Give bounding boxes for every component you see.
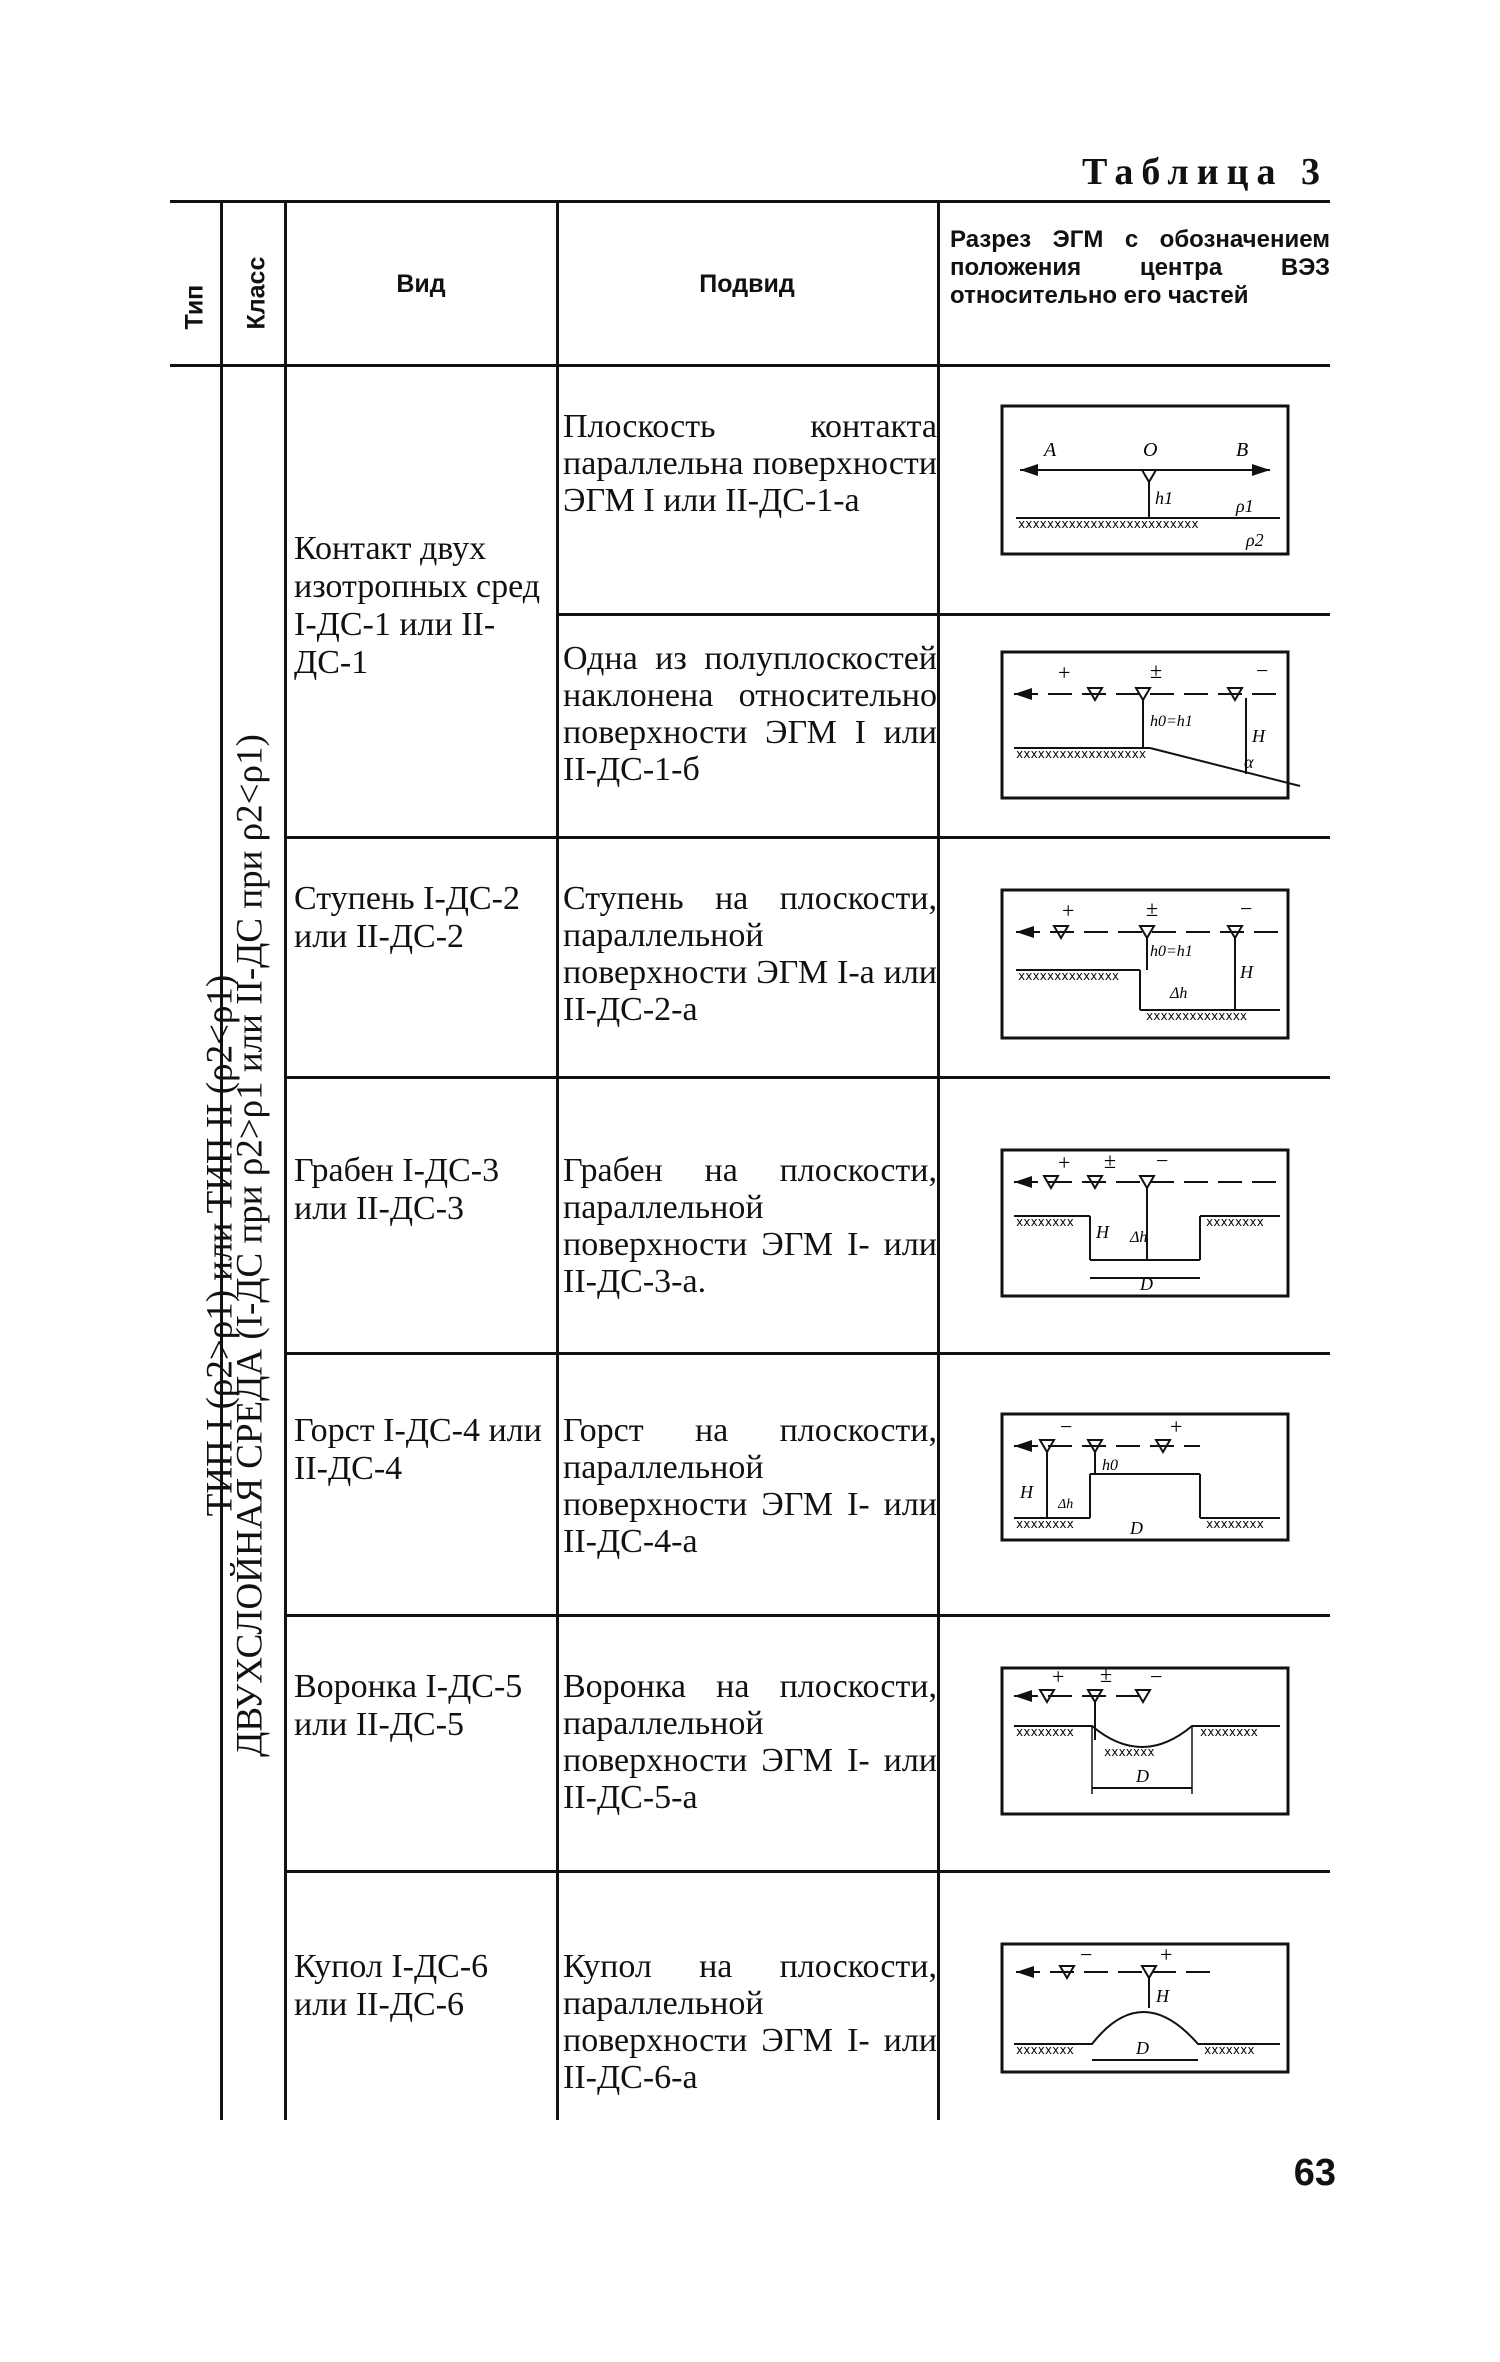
header-type: Тип [180,284,209,330]
header-podvid: Подвид [699,270,795,298]
header-bottom-rule [170,364,1330,367]
diag2-plusminus: ± [1150,658,1162,683]
diag6-label-d: D [1135,1766,1149,1786]
svg-text:xxxxxxxx: xxxxxxxx [1200,1725,1258,1739]
svg-text:xxxxxxxxxxxxxx: xxxxxxxxxxxxxx [1018,969,1119,983]
diag5-label-d: D [1129,1518,1143,1538]
diag1-label-rho1: ρ1 [1235,496,1254,516]
vid-funnel: Воронка I-ДС-5 или II-ДС-5 [294,1668,523,1743]
diagram-step: + ± − xxxxxxxxxxxxxx xxxxxxxxxxxxxx h0=h… [1000,886,1300,1046]
diag4-plusminus: ± [1104,1148,1116,1173]
row-separator [286,1870,1330,1873]
podvid-2a: Ступень на плоскости, параллельной повер… [563,880,937,1028]
svg-text:xxxxxxxx: xxxxxxxx [1016,2043,1074,2057]
diag5-dh: Δh [1057,1497,1073,1512]
col-separator-vid [556,200,559,2120]
col-separator-class [284,200,287,2120]
diag3-h0-h1: h0=h1 [1150,943,1193,960]
table-top-rule [170,200,1330,203]
diagram-contact-plane: xxxxxxxxxxxxxxxxxxxxxxxxx A O B h1 ρ1 ρ2 [1000,400,1300,560]
class-spine-label: ДВУХСЛОЙНАЯ СРЕДА (I-ДС при ρ2>ρ1 или II… [229,734,271,1757]
row-separator [286,1614,1330,1617]
diag3-plusminus: ± [1146,896,1158,921]
svg-text:xxxxxxx: xxxxxxx [1104,1745,1155,1759]
diagram-horst: − + h0 xxxxxxxx xxxxxxxx H Δh D [1000,1410,1300,1570]
diag1-label-b: B [1236,439,1248,461]
diag4-dh: Δh [1129,1229,1147,1246]
diag1-label-a: A [1042,439,1057,461]
table-caption: Таблица 3 [1081,151,1328,193]
diagram-inclined-plane: + ± − xxxxxxxxxxxxxxxxxx h0=h1 H α [1000,648,1301,808]
diag6-minus: − [1150,1664,1162,1689]
diag5-minus: − [1060,1414,1072,1439]
svg-text:xxxxxxxxxxxxxx: xxxxxxxxxxxxxx [1146,1009,1247,1023]
row-separator [286,1076,1330,1079]
page-number: 63 [1293,2152,1336,2194]
diag4-minus: − [1156,1148,1168,1173]
svg-text:xxxxxxxx: xxxxxxxx [1016,1517,1074,1531]
diag2-label-h: H [1251,726,1266,746]
vid-dome: Купол I-ДС-6 или II-ДС-6 [294,1948,489,2023]
diag3-label-h: H [1239,962,1254,982]
diag1-label-rho2: ρ2 [1245,530,1264,550]
diag7-minus: − [1080,1942,1092,1967]
diag5-label-h: H [1019,1482,1034,1502]
vid-contact: Контакт двух изотропных сред I-ДС-1 или … [294,530,541,681]
diag1-label-o: O [1143,439,1157,461]
diag7-label-d: D [1135,2038,1149,2058]
diag5-h0: h0 [1102,1457,1118,1474]
svg-text:xxxxxxx: xxxxxxx [1204,2043,1255,2057]
diag4-label-d: D [1139,1274,1153,1294]
svg-text:xxxxxxxx: xxxxxxxx [1016,1215,1074,1229]
vid-horst: Горст I-ДС-4 или II-ДС-4 [294,1412,542,1487]
diagram-graben: + ± − xxxxxxxx xxxxxxxx H Δh D [1000,1146,1300,1306]
diag4-label-h: H [1095,1222,1110,1242]
diag2-h0-h1: h0=h1 [1150,713,1193,730]
podvid-3a: Грабен на плоскости, параллельной поверх… [563,1152,937,1300]
podvid-1b: Одна из полуплоскостей наклонена относит… [563,640,937,788]
diag2-alpha: α [1244,752,1254,772]
diag1-label-h1: h1 [1155,488,1173,508]
podvid-4a: Горст на плоскости, параллельной поверхн… [563,1412,937,1560]
svg-text:xxxxxxxxxxxxxxxxxx: xxxxxxxxxxxxxxxxxx [1016,747,1146,761]
diag3-plus: + [1062,898,1074,923]
header-section: Разрез ЭГМ с обозначением положения цент… [950,226,1330,309]
diagram-funnel: + ± − xxxxxxxx xxxxxxxx xxxxxxx D [1000,1664,1300,1824]
diag7-label-h: H [1155,1986,1170,2006]
header-class: Класс [242,256,271,330]
vid-graben: Грабен I-ДС-3 или II-ДС-3 [294,1152,500,1227]
diag3-minus: − [1240,896,1252,921]
col-separator-podvid [937,200,940,2120]
vid-step: Ступень I-ДС-2 или II-ДС-2 [294,880,520,955]
diag6-plus: + [1052,1664,1064,1689]
diag2-minus: − [1256,658,1268,683]
diag3-dh: Δh [1169,985,1187,1002]
diagram-dome: − + H xxxxxxxx xxxxxxx D [1000,1940,1300,2100]
svg-text:xxxxxxxxxxxxxxxxxxxxxxxxx: xxxxxxxxxxxxxxxxxxxxxxxxx [1018,517,1199,531]
diag5-plus: + [1170,1414,1182,1439]
svg-text:xxxxxxxx: xxxxxxxx [1206,1517,1264,1531]
diag6-plusminus: ± [1100,1664,1112,1687]
podvid-6a: Купол на плоскости, параллельной поверхн… [563,1948,937,2096]
diag7-plus: + [1160,1942,1172,1967]
podvid-5a: Воронка на плоскости, параллельной повер… [563,1668,937,1816]
svg-text:xxxxxxxx: xxxxxxxx [1016,1725,1074,1739]
row-separator [556,613,1330,616]
row-separator [286,1352,1330,1355]
row-separator [286,836,1330,839]
svg-text:xxxxxxxx: xxxxxxxx [1206,1215,1264,1229]
col-separator-type [220,200,223,2120]
podvid-1a: Плоскость контакта параллельна поверхнос… [563,408,937,519]
diag2-plus: + [1058,660,1070,685]
header-vid: Вид [396,270,446,298]
diag4-plus: + [1058,1150,1070,1175]
